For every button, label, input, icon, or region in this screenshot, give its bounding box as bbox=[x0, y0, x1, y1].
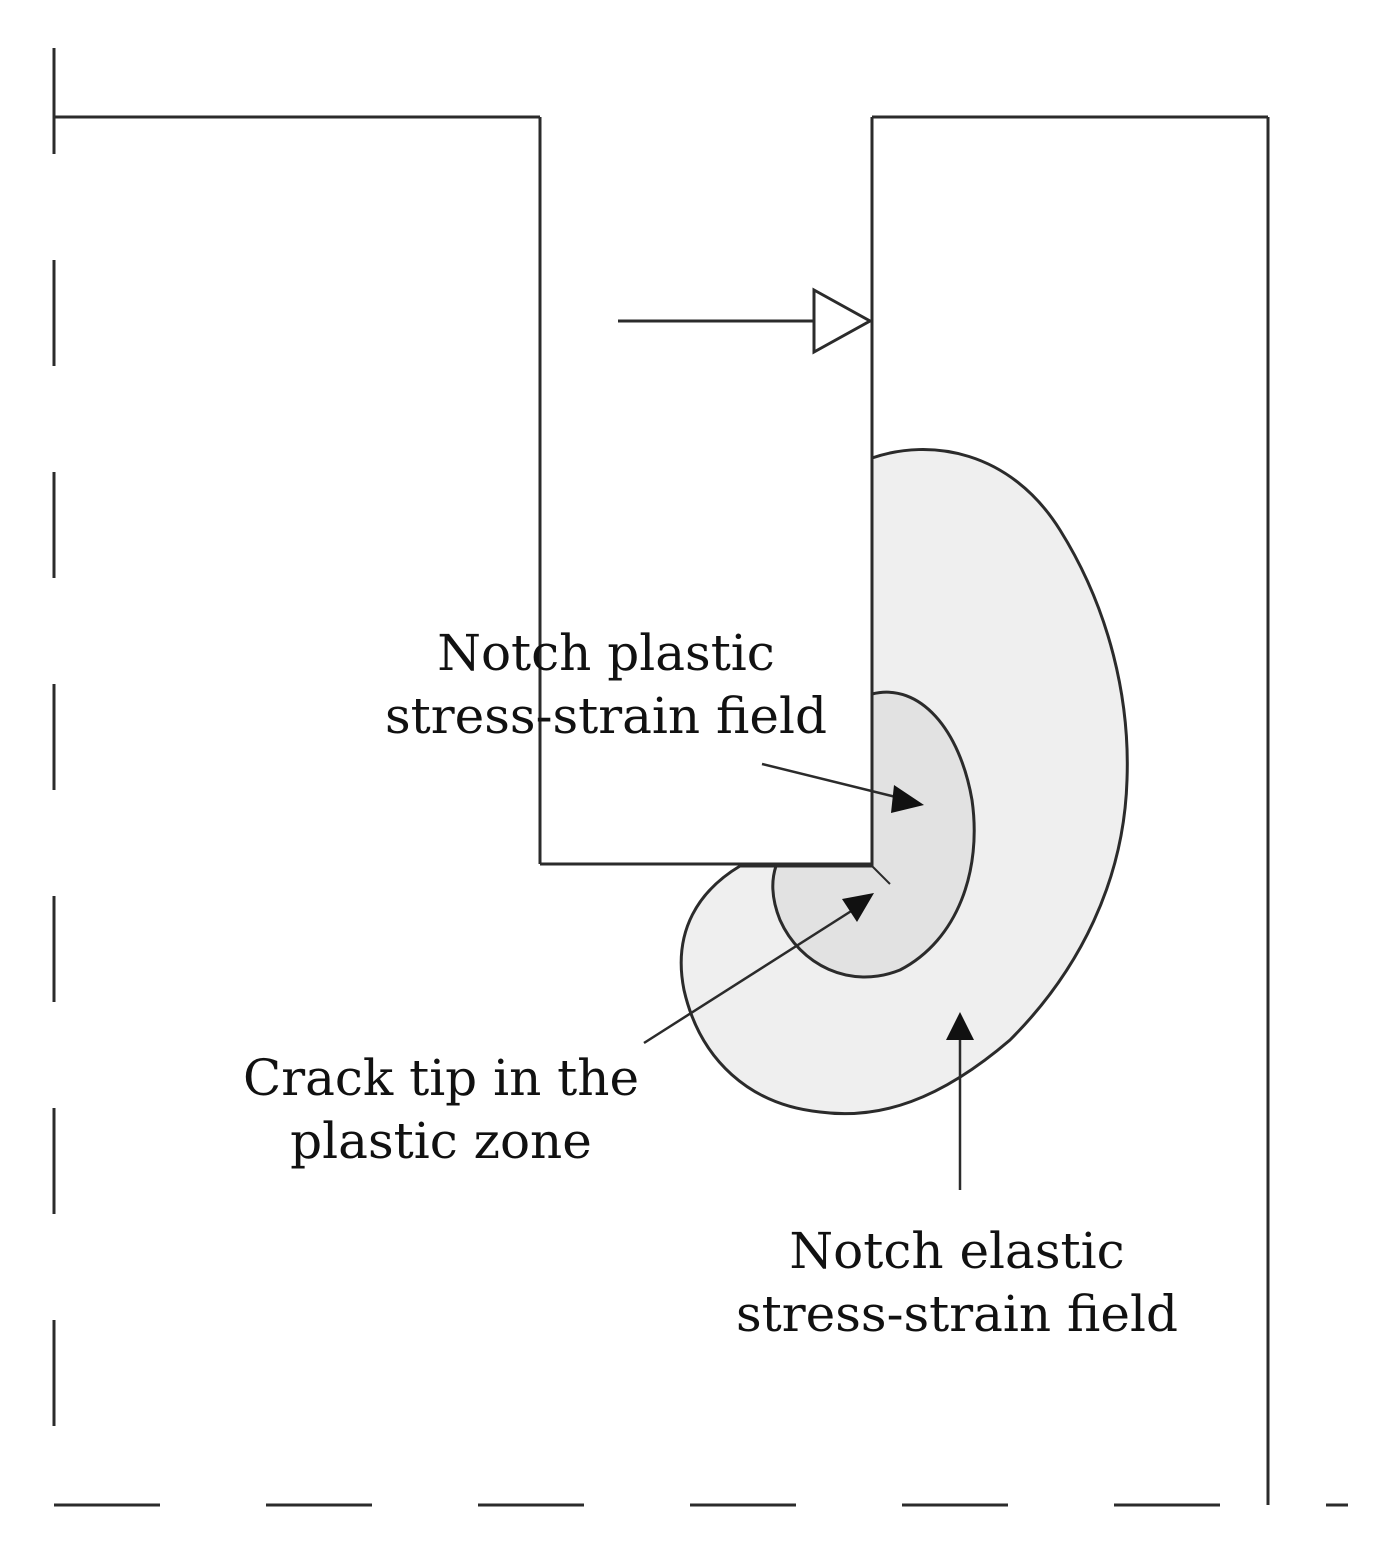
crack-tip-label-line2: plastic zone bbox=[290, 1112, 592, 1170]
elastic-field-pointer bbox=[946, 1012, 974, 1190]
plastic-field-pointer bbox=[761, 762, 924, 813]
load-arrow bbox=[618, 287, 874, 355]
plastic-field-label-line1: Notch plastic bbox=[437, 624, 775, 682]
crack-tip-line bbox=[871, 865, 891, 885]
plastic-pointer-shaft bbox=[761, 762, 901, 800]
elastic-field-label-line2: stress-strain field bbox=[736, 1285, 1178, 1343]
crack-tip-pointer bbox=[643, 893, 874, 1045]
plastic-pointer-head bbox=[891, 785, 924, 813]
load-arrow-head bbox=[812, 287, 874, 355]
plastic-field-label-line2: stress-strain field bbox=[385, 687, 827, 745]
crack-pointer-head bbox=[842, 893, 874, 922]
crack-pointer-shaft bbox=[643, 906, 857, 1045]
crack-tip-label-line1: Crack tip in the bbox=[243, 1049, 639, 1107]
elastic-pointer-head bbox=[946, 1012, 974, 1040]
elastic-field-label-line1: Notch elastic bbox=[789, 1222, 1124, 1280]
